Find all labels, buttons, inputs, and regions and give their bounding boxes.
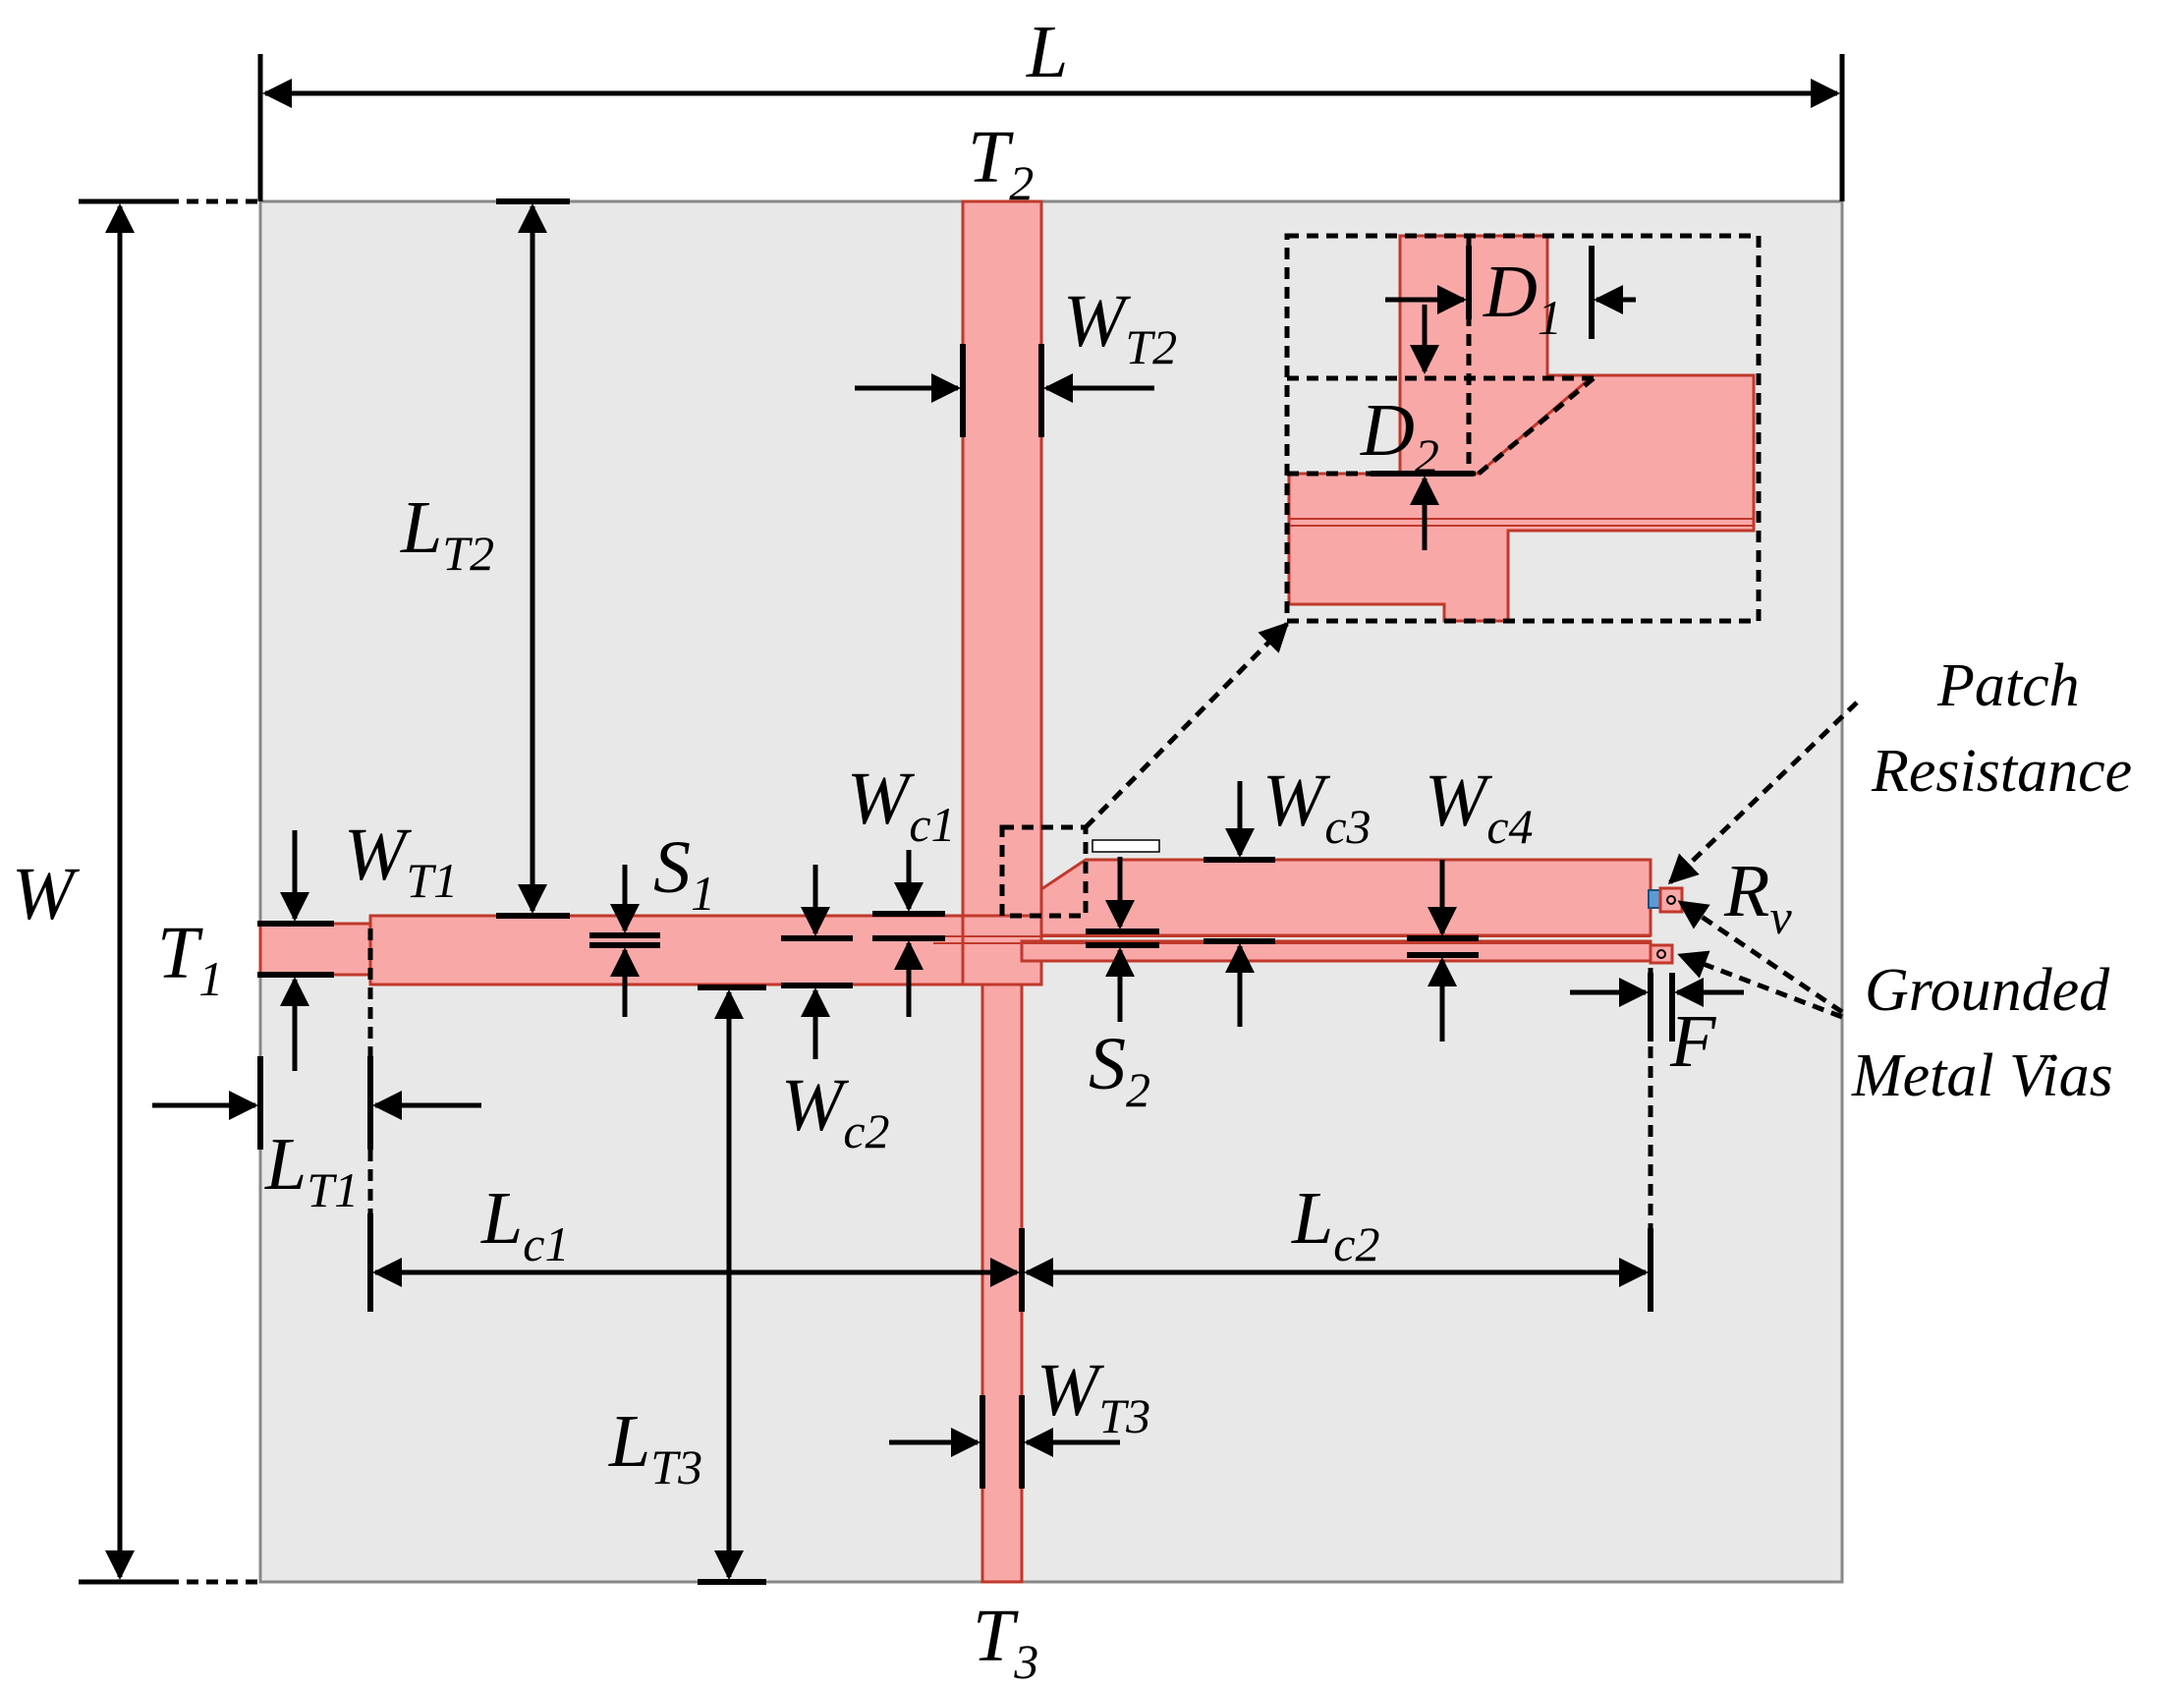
label-LT2: LT2 xyxy=(400,486,494,581)
zoom-source-box xyxy=(999,824,1089,919)
coupled-line-upper xyxy=(1039,858,1652,937)
coupled-line-1 xyxy=(368,914,984,986)
via-pad-top xyxy=(1658,886,1684,914)
zoom-pointer xyxy=(1084,621,1290,829)
patch-resistor xyxy=(1648,889,1661,909)
label-LT3: LT3 xyxy=(608,1400,702,1494)
label-LT1: LT1 xyxy=(264,1123,359,1217)
label-Wc3: Wc3 xyxy=(1262,760,1372,854)
label-T3: T3 xyxy=(973,1595,1038,1689)
branch-t2 xyxy=(961,199,1043,921)
label-Lc1: Lc1 xyxy=(480,1177,569,1271)
via-bottom xyxy=(1656,949,1666,959)
label-L: L xyxy=(1026,11,1068,93)
label-WT3: WT3 xyxy=(1036,1349,1150,1443)
label-Wc4: Wc4 xyxy=(1425,760,1534,854)
label-F: F xyxy=(1669,1000,1717,1083)
label-W: W xyxy=(12,853,81,935)
resistance-pointer xyxy=(1667,701,1859,885)
label-Rv: Rv xyxy=(1723,850,1792,944)
label-D1: D1 xyxy=(1483,251,1562,345)
feed-t1 xyxy=(258,922,372,977)
label-metal-vias: Metal Vias xyxy=(1851,1042,2113,1109)
label-S2: S2 xyxy=(1089,1023,1150,1117)
tiny-tag xyxy=(1092,839,1160,853)
label-S1: S1 xyxy=(653,826,715,921)
label-T1: T1 xyxy=(157,912,223,1006)
label-WT2: WT2 xyxy=(1063,280,1177,374)
label-Wc1: Wc1 xyxy=(847,758,956,852)
label-grounded: Grounded xyxy=(1865,957,2110,1024)
label-resistance: Resistance xyxy=(1871,738,2132,805)
branch-t3 xyxy=(980,939,1024,1584)
label-Lc2: Lc2 xyxy=(1291,1177,1379,1271)
label-WT1: WT1 xyxy=(344,814,458,908)
label-patch: Patch xyxy=(1936,652,2080,719)
via-pad-bottom xyxy=(1649,943,1674,965)
label-Wc2: Wc2 xyxy=(781,1064,890,1158)
label-D2: D2 xyxy=(1360,389,1439,483)
vias-pointer-bottom xyxy=(1677,950,1843,1020)
vias-pointer-top xyxy=(1677,899,1844,1015)
label-T2: T2 xyxy=(968,116,1034,210)
via-top xyxy=(1666,895,1676,905)
